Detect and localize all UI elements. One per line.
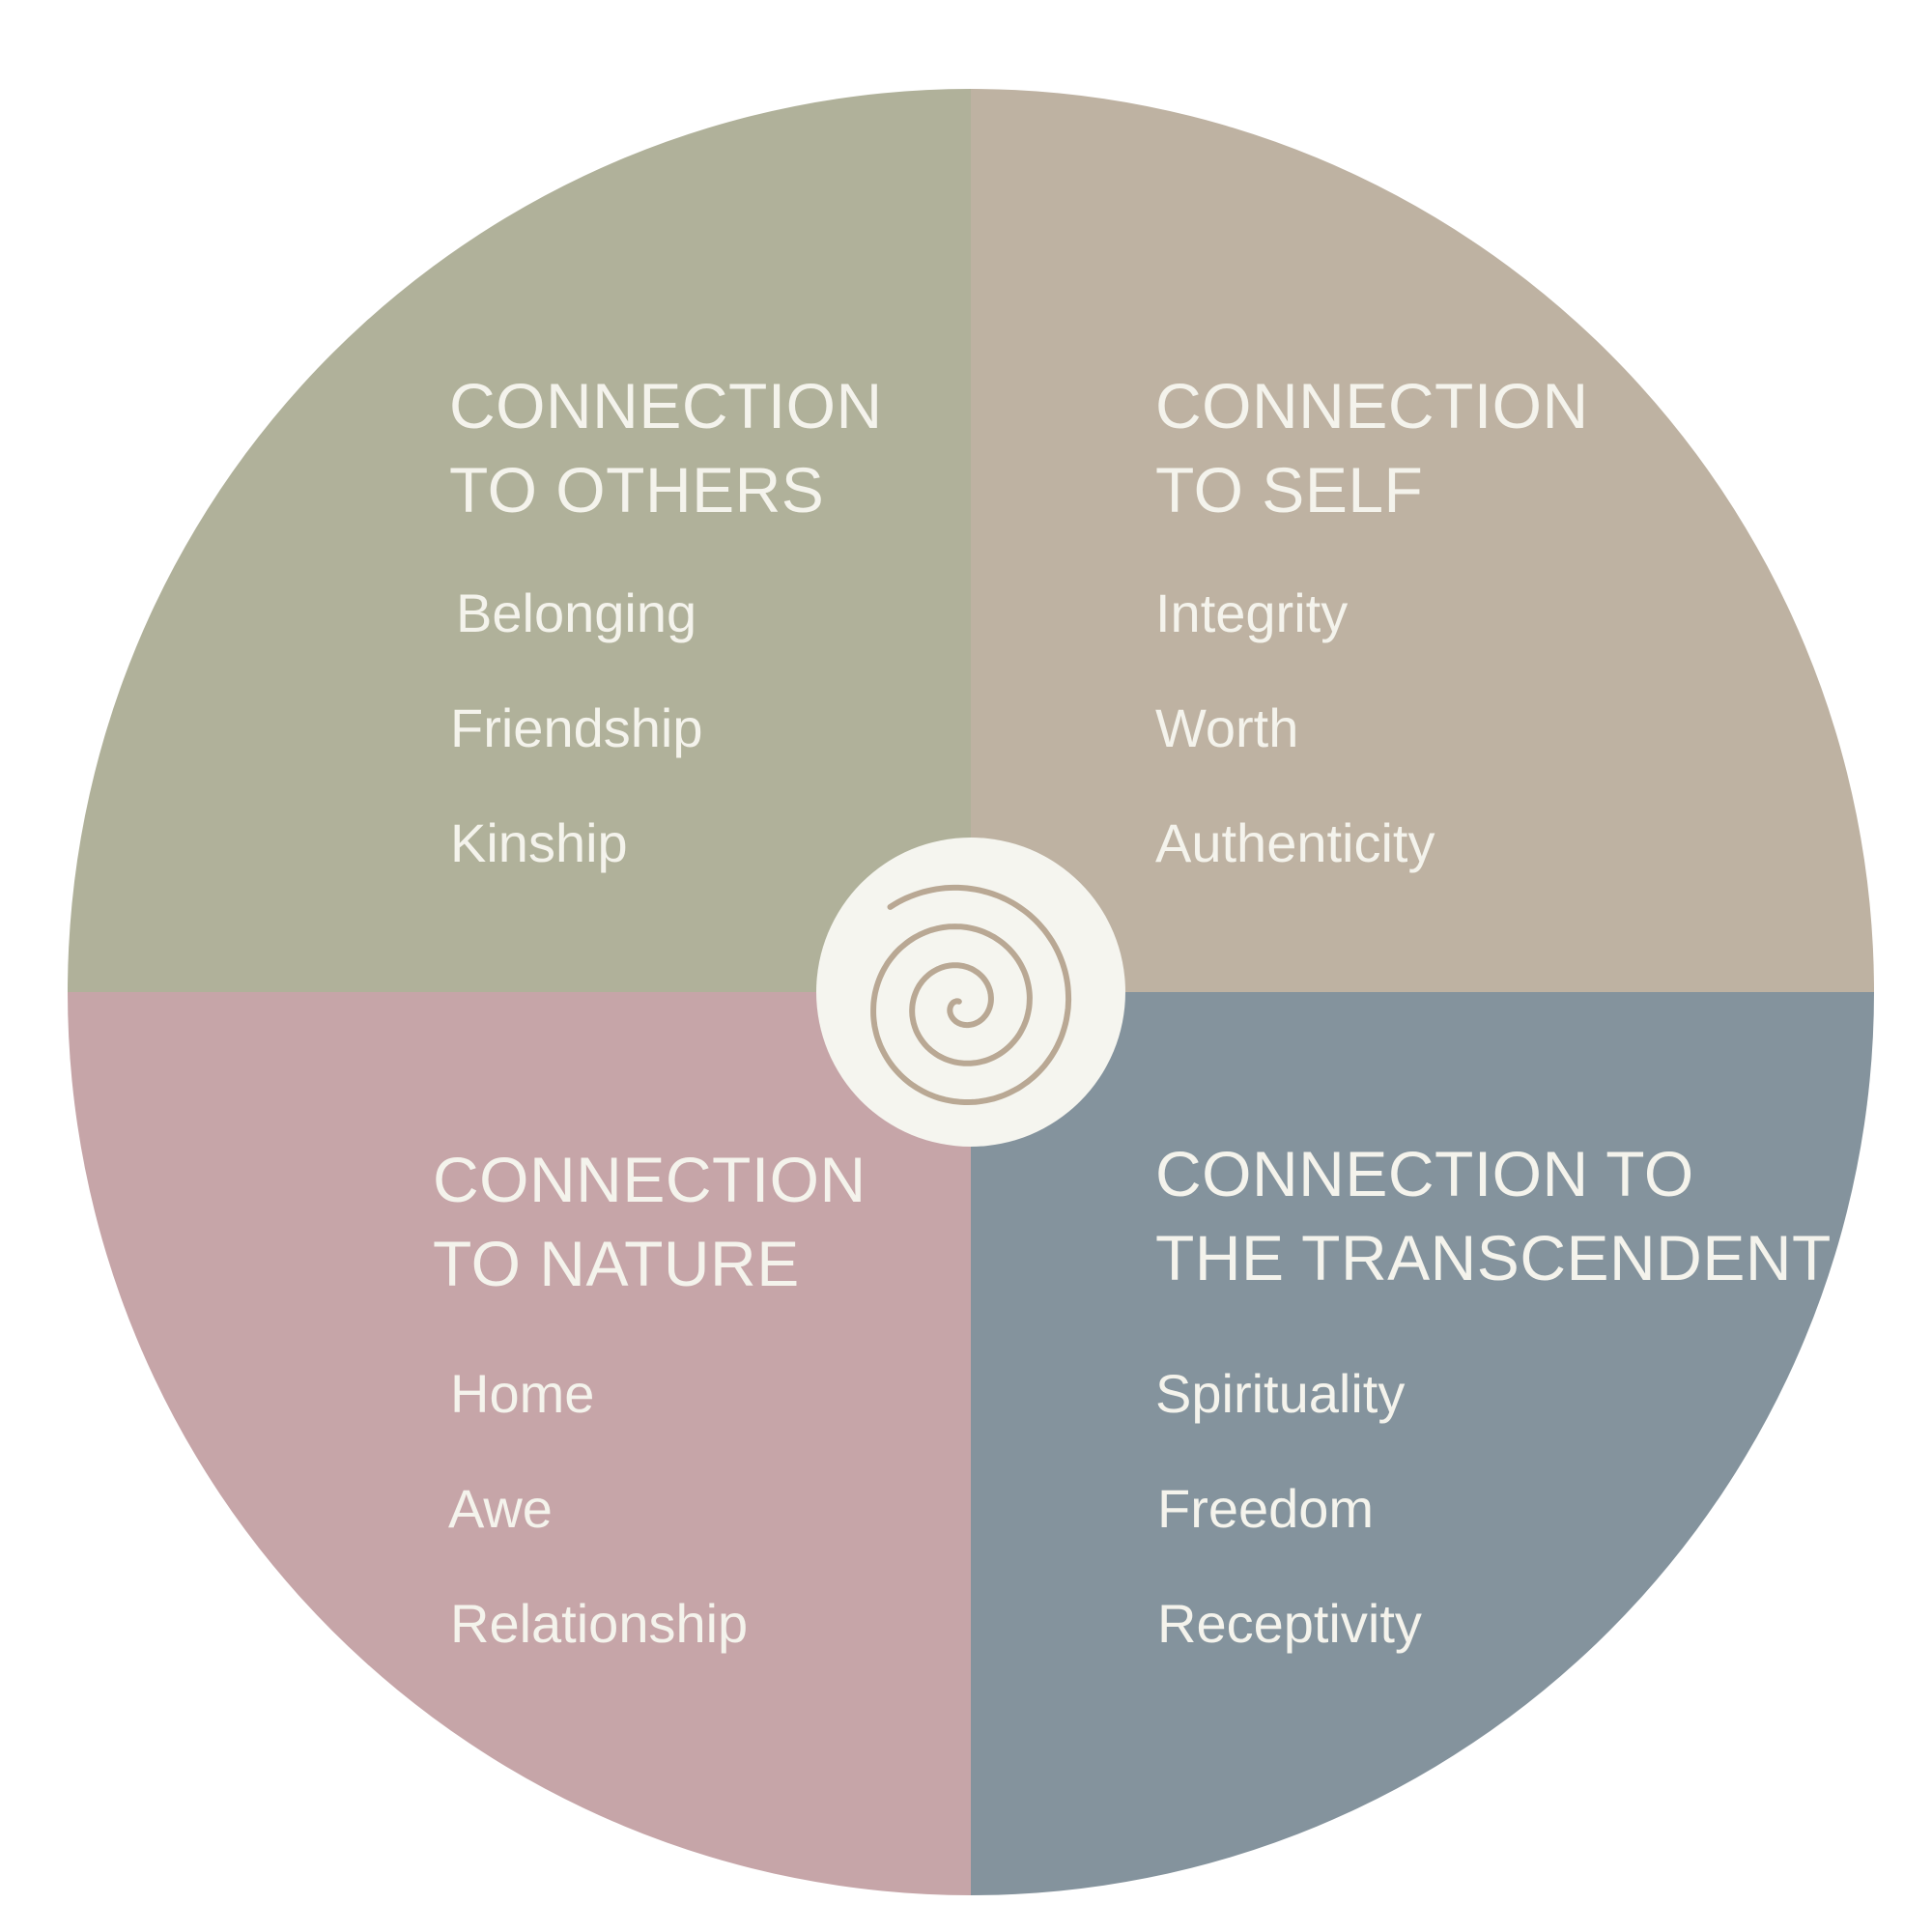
- quadrant-self: [971, 89, 1874, 992]
- others-title-line2: TO OTHERS: [449, 454, 824, 526]
- nature-item-relationship: Relationship: [450, 1593, 748, 1654]
- others-item-friendship: Friendship: [450, 697, 702, 758]
- self-title-line2: TO SELF: [1155, 454, 1423, 526]
- transcendent-item-spirituality: Spirituality: [1155, 1363, 1405, 1424]
- nature-title-line2: TO NATURE: [433, 1228, 800, 1299]
- quadrant-others-text: CONNECTION TO OTHERS Belonging Friendshi…: [449, 370, 883, 873]
- quadrant-nature: [68, 992, 971, 1895]
- quadrant-transcendent: [971, 992, 1874, 1895]
- self-item-authenticity: Authenticity: [1155, 812, 1435, 873]
- others-title-line1: CONNECTION: [449, 370, 883, 441]
- nature-item-home: Home: [450, 1363, 594, 1424]
- quadrant-self-text: CONNECTION TO SELF Integrity Worth Authe…: [1155, 370, 1589, 873]
- quadrant-others: [68, 89, 971, 992]
- nature-item-awe: Awe: [448, 1478, 553, 1539]
- nature-title-line1: CONNECTION: [433, 1144, 867, 1215]
- quadrant-nature-text: CONNECTION TO NATURE Home Awe Relationsh…: [433, 1144, 867, 1654]
- others-item-kinship: Kinship: [450, 812, 628, 873]
- others-item-belonging: Belonging: [456, 582, 696, 643]
- transcendent-item-freedom: Freedom: [1157, 1478, 1374, 1539]
- self-title-line1: CONNECTION: [1155, 370, 1589, 441]
- quadrant-transcendent-text: CONNECTION TO THE TRANSCENDENT Spiritual…: [1155, 1138, 1832, 1654]
- spiral-icon: [870, 884, 1072, 1105]
- transcendent-title-line1: CONNECTION TO: [1155, 1138, 1694, 1209]
- self-item-integrity: Integrity: [1155, 582, 1348, 643]
- self-item-worth: Worth: [1155, 697, 1298, 758]
- transcendent-title-line2: THE TRANSCENDENT: [1155, 1222, 1832, 1293]
- transcendent-item-receptivity: Receptivity: [1157, 1593, 1422, 1654]
